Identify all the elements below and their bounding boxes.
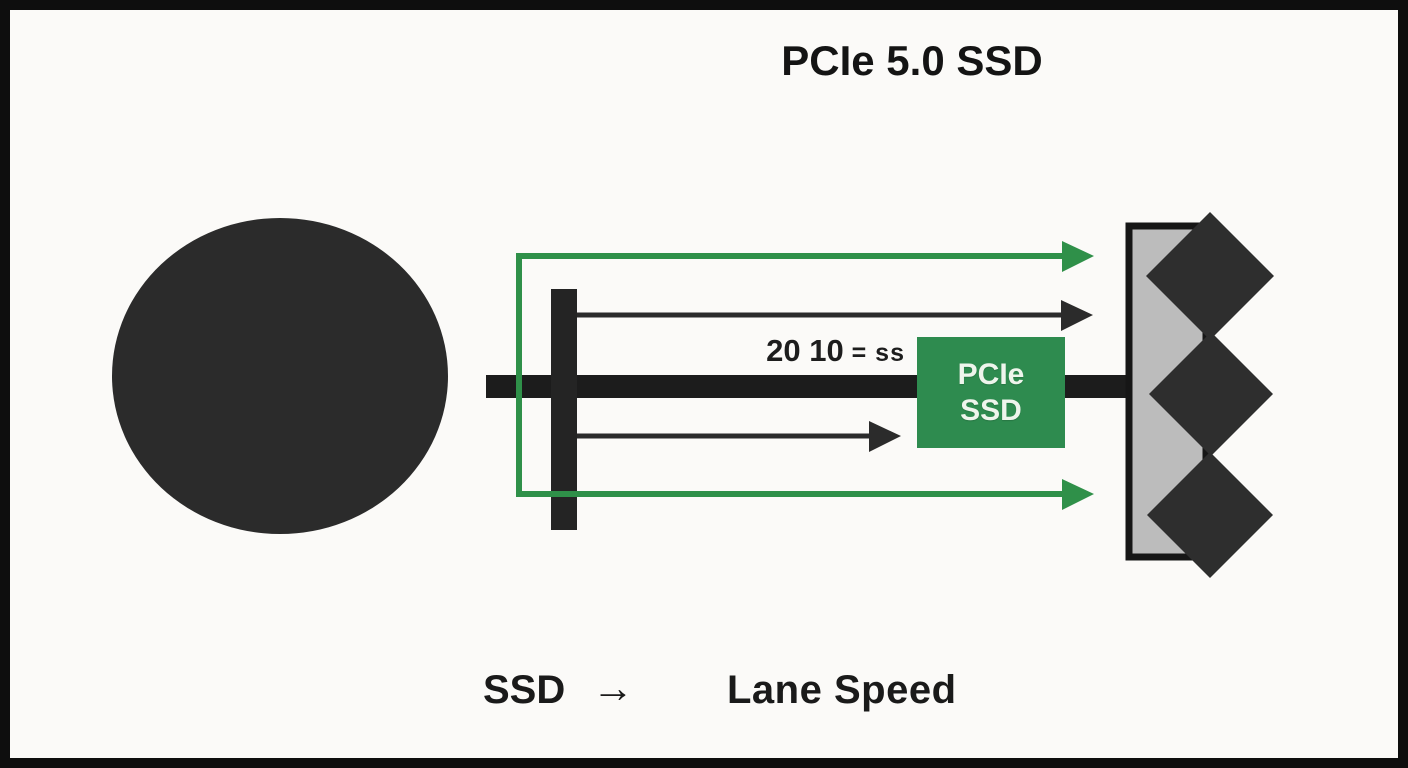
diamond-top: [1146, 212, 1274, 340]
chip-label-line1: PCIe: [957, 357, 1025, 391]
drive-circle: [112, 218, 448, 534]
lane-arrow-top: [577, 300, 1093, 331]
green-arrowhead-bottom-icon: [1062, 479, 1094, 510]
bus-speed-suffix: = ss: [843, 339, 905, 367]
green-loop-arrows: [516, 241, 1094, 510]
bus-speed-label: 20 10 = ss: [766, 333, 905, 375]
lane-arrow-bottom: [577, 421, 901, 452]
black-arrowhead-bottom-icon: [869, 421, 901, 452]
legend-lane-speed-label: Lane Speed: [727, 668, 957, 712]
pcie-ssd-chip: PCIe SSD: [917, 337, 1065, 448]
black-arrowhead-top-icon: [1061, 300, 1093, 331]
page-title: PCIe 5.0 SSD: [781, 37, 1043, 84]
diamond-stack: [1146, 212, 1274, 578]
green-loop-path: [516, 253, 1066, 497]
bus-speed-value: 20 10: [766, 333, 844, 368]
right-arrow-icon: →: [592, 664, 634, 711]
legend-row: SSD → Lane Speed: [0, 664, 1408, 728]
diamond-middle: [1149, 332, 1273, 456]
green-arrowhead-top-icon: [1062, 241, 1094, 272]
chip-label-line2: SSD: [960, 393, 1022, 427]
connector-bar: [551, 289, 577, 530]
diamond-bottom: [1147, 452, 1273, 578]
legend-ssd-label: SSD: [483, 668, 566, 712]
